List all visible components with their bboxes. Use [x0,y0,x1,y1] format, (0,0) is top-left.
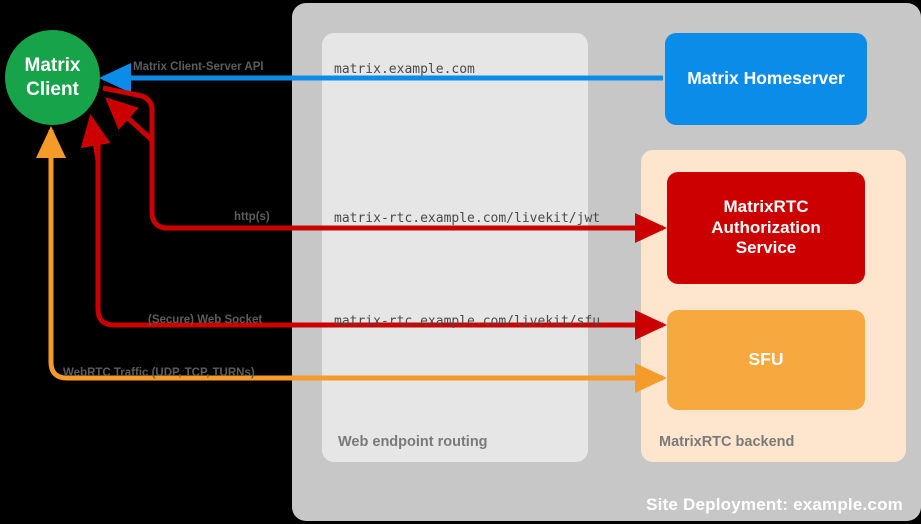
edge-label-web-socket: (Secure) Web Socket [148,314,263,326]
matrixrtc-backend-label: MatrixRTC backend [659,434,795,450]
node-auth-line3: Service [735,238,797,258]
node-matrix-homeserver[interactable]: Matrix Homeserver [665,33,867,125]
edge-web-socket-client-arrow [80,114,111,161]
edge-web-socket [95,135,663,328]
site-deployment-label: Site Deployment: example.com [646,495,903,514]
web-endpoint-routing-container: Web endpoint routing [322,33,588,462]
node-matrix-homeserver-label: Matrix Homeserver [687,68,845,89]
node-matrix-client[interactable]: Matrix Client [5,30,100,125]
node-matrixrtc-authorization-service[interactable]: MatrixRTC Authorization Service [667,172,865,284]
node-matrix-client-line2: Client [26,78,79,100]
endpoint-matrix-example-com: matrix.example.com [334,62,475,77]
node-matrix-client-line1: Matrix [24,55,81,77]
edge-http-jwt [102,85,663,231]
endpoint-livekit-jwt: matrix-rtc.example.com/livekit/jwt [334,211,601,226]
edge-label-client-server-api: Matrix Client-Server API [133,61,264,73]
endpoint-livekit-sfu: matrix-rtc.example.com/livekit/sfu [334,314,601,329]
node-auth-line2: Authorization [711,217,821,237]
web-endpoint-routing-label: Web endpoint routing [338,434,488,450]
node-auth-line1: MatrixRTC [723,196,809,216]
edge-label-http: http(s) [234,211,270,223]
edge-http-jwt-client-arrow [105,97,154,142]
node-sfu[interactable]: SFU [667,310,865,410]
node-sfu-label: SFU [748,349,784,370]
edge-webrtc-traffic [48,150,663,381]
edge-label-webrtc-traffic: WebRTC Traffic (UDP, TCP, TURNs) [63,367,255,379]
